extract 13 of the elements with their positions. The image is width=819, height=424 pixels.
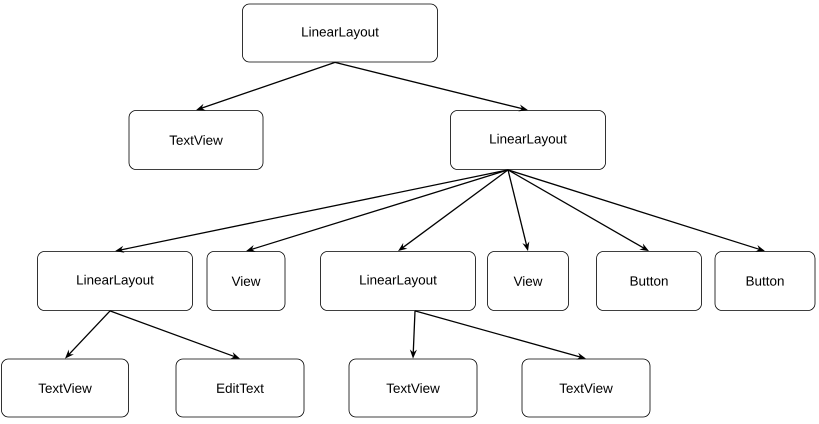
view-box: LinearLayout — [242, 4, 438, 62]
view-box: EditText — [176, 358, 304, 418]
view-box: View — [206, 251, 286, 311]
view-box: LinearLayout — [37, 251, 193, 311]
view-box: LinearLayout — [450, 110, 606, 170]
view-box: LinearLayout — [320, 251, 476, 311]
view-box: Button — [714, 251, 816, 311]
view-box: TextView — [1, 358, 129, 418]
view-box: Button — [596, 251, 702, 311]
view-box: View — [487, 251, 569, 311]
view-box: TextView — [522, 358, 650, 418]
view-box: TextView — [128, 110, 264, 170]
view-box: TextView — [348, 358, 478, 418]
